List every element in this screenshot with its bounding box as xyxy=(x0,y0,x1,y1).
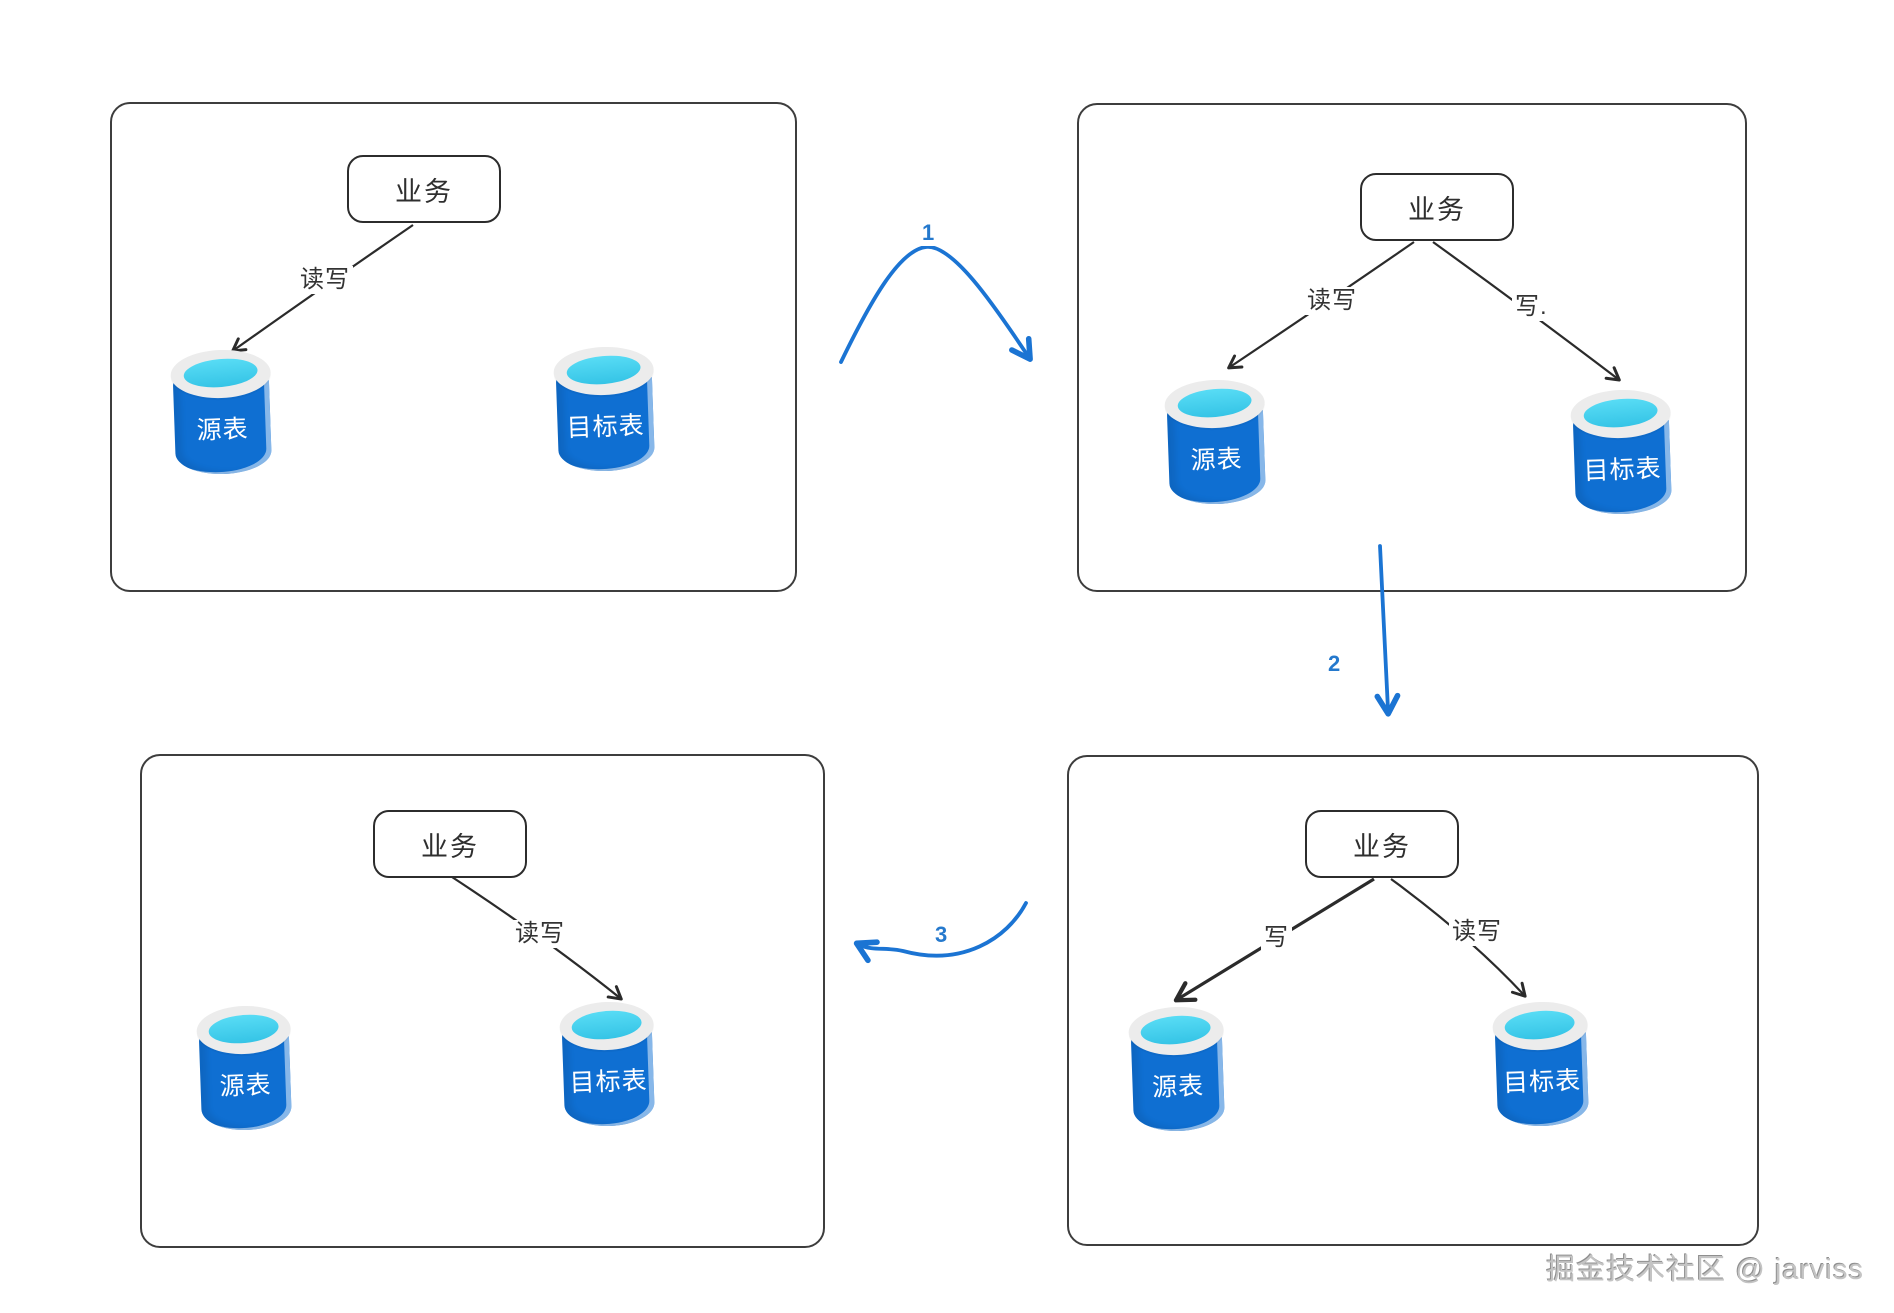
business-label: 业务 xyxy=(1408,194,1466,225)
edge-label-read-write-p4: 读写 xyxy=(512,920,568,948)
business-box-p2: 业务 xyxy=(1360,173,1514,241)
source-table-cylinder-p4: 源表 xyxy=(195,1004,294,1132)
edge-label-read-write-p2: 读写 xyxy=(1304,287,1360,315)
cylinder-label: 源表 xyxy=(1190,445,1244,475)
transition-arrow-1 xyxy=(839,245,1033,364)
target-table-cylinder-p4: 目标表 xyxy=(558,1000,657,1128)
business-box-p3: 业务 xyxy=(1305,810,1459,878)
cylinder-label: 源表 xyxy=(1151,1072,1205,1102)
cylinder-label: 目标表 xyxy=(566,411,646,443)
business-label: 业务 xyxy=(421,831,479,862)
cylinder-label: 目标表 xyxy=(569,1066,649,1098)
source-table-cylinder-p3: 源表 xyxy=(1127,1005,1227,1133)
business-box-p1: 业务 xyxy=(347,155,501,223)
business-label: 业务 xyxy=(1353,831,1411,862)
transition-label-2: 2 xyxy=(1326,651,1343,677)
target-table-cylinder-p1: 目标表 xyxy=(552,345,657,473)
edge-label-write-p3: 写 xyxy=(1261,924,1292,952)
edge-label-write-p2: 写. xyxy=(1512,293,1551,321)
business-label: 业务 xyxy=(395,176,453,207)
watermark-text: 掘金技术社区 @ jarviss xyxy=(1546,1254,1864,1286)
business-box-p4: 业务 xyxy=(373,810,527,878)
cylinder-label: 目标表 xyxy=(1583,454,1663,486)
source-table-cylinder-p2: 源表 xyxy=(1163,378,1268,506)
target-table-cylinder-p3: 目标表 xyxy=(1491,1000,1591,1128)
cylinder-label: 源表 xyxy=(219,1071,273,1101)
edge-label-read-write-p1: 读写 xyxy=(297,266,353,294)
target-table-cylinder-p2: 目标表 xyxy=(1569,388,1674,516)
cylinder-label: 目标表 xyxy=(1502,1066,1582,1098)
transition-label-3: 3 xyxy=(933,922,950,948)
cylinder-label: 源表 xyxy=(196,415,250,445)
edge-label-read-write-p3: 读写 xyxy=(1449,918,1505,946)
source-table-cylinder-p1: 源表 xyxy=(169,348,274,476)
transition-label-1: 1 xyxy=(920,220,937,246)
